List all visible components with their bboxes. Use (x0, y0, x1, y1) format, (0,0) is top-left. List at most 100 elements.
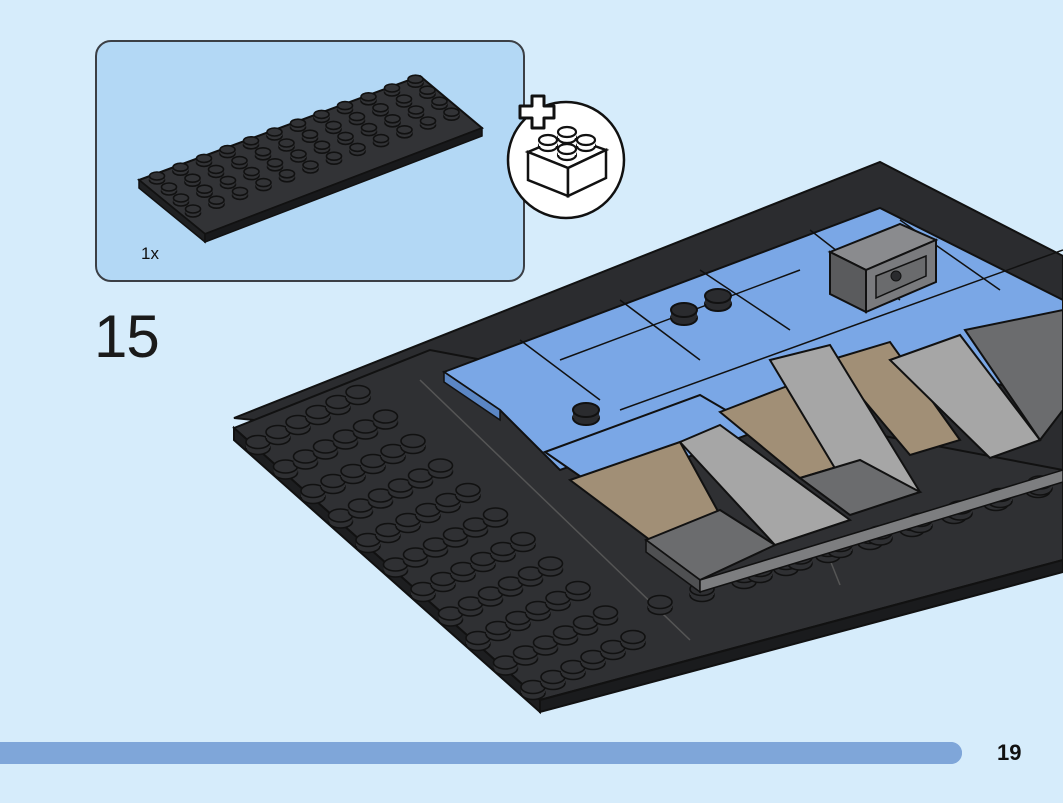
stud (395, 512, 421, 534)
stud (349, 142, 366, 157)
stud (302, 160, 319, 174)
tan-tile (828, 340, 962, 457)
stud (410, 581, 436, 603)
stud (455, 482, 481, 504)
stud (520, 679, 546, 701)
gray-drawer-brick (827, 222, 939, 314)
stud (195, 153, 213, 168)
stud (395, 94, 413, 108)
stud (505, 610, 531, 632)
light-gray-tile (678, 423, 853, 547)
stud (313, 109, 330, 124)
stud (457, 596, 484, 617)
stud (278, 138, 295, 152)
stud (243, 166, 260, 181)
stud (375, 522, 401, 544)
stud (208, 195, 225, 209)
stud (647, 594, 673, 616)
stud (512, 645, 539, 666)
stud (312, 439, 339, 460)
stud (427, 458, 454, 479)
stud (396, 125, 413, 139)
progress-bar (0, 742, 962, 764)
stud (336, 100, 354, 115)
stud (292, 449, 319, 470)
stud (172, 162, 189, 176)
stud (419, 85, 436, 100)
stud (305, 404, 331, 426)
stud (532, 635, 559, 656)
stud (492, 655, 519, 676)
stud (372, 409, 399, 430)
black-round-studs (572, 288, 732, 426)
stud (431, 96, 448, 111)
stud (242, 136, 260, 150)
stud (301, 129, 319, 143)
stud (231, 186, 249, 201)
stud (407, 74, 424, 89)
stud (580, 649, 606, 671)
stud (400, 433, 426, 455)
stud (265, 424, 291, 446)
stud (289, 118, 307, 132)
stud (437, 606, 464, 627)
stud (219, 144, 236, 159)
stud (462, 517, 489, 538)
stud (510, 531, 536, 553)
stud (517, 566, 544, 587)
stud (172, 193, 190, 207)
progress-bar-fill (0, 742, 962, 764)
stud (443, 107, 460, 121)
stud (337, 131, 354, 146)
stud (219, 175, 237, 190)
stud (160, 182, 178, 196)
stud (278, 169, 296, 183)
stud (407, 105, 425, 119)
stud (372, 103, 389, 117)
step-number: 15 (94, 303, 160, 370)
stud (325, 151, 343, 165)
stud (560, 659, 586, 681)
stud (348, 111, 366, 126)
stud (360, 453, 386, 475)
stud (545, 590, 571, 612)
stud (430, 571, 456, 593)
stud (285, 414, 311, 436)
stud (332, 429, 359, 450)
stud (382, 557, 409, 578)
parts-callout-panel: 1x (95, 40, 525, 282)
stud (352, 419, 379, 440)
stud (450, 561, 476, 583)
stud (245, 434, 271, 456)
stud (313, 140, 331, 154)
stud (383, 83, 401, 97)
stud (482, 507, 509, 528)
stud (565, 580, 591, 602)
stud (380, 443, 406, 465)
stud (272, 459, 299, 480)
stud (327, 508, 354, 529)
stud (592, 605, 619, 626)
stud (620, 629, 646, 651)
stud (196, 184, 213, 198)
dark-gray-tile (963, 308, 1063, 442)
stud (372, 133, 390, 148)
stud (540, 669, 566, 691)
stud (300, 483, 326, 505)
base-plate-studs (245, 384, 1053, 701)
black-plate-part-image (137, 74, 484, 244)
page-number: 19 (997, 740, 1022, 765)
stud (148, 171, 166, 185)
stud (465, 630, 491, 652)
stud (266, 127, 283, 141)
stud (552, 625, 579, 646)
stud (266, 158, 284, 172)
part-quantity-label: 1x (141, 244, 159, 263)
stud (360, 122, 378, 137)
stud (325, 120, 342, 135)
stud (184, 204, 202, 218)
stud (477, 586, 504, 607)
stud (497, 576, 524, 597)
stud (255, 177, 272, 192)
